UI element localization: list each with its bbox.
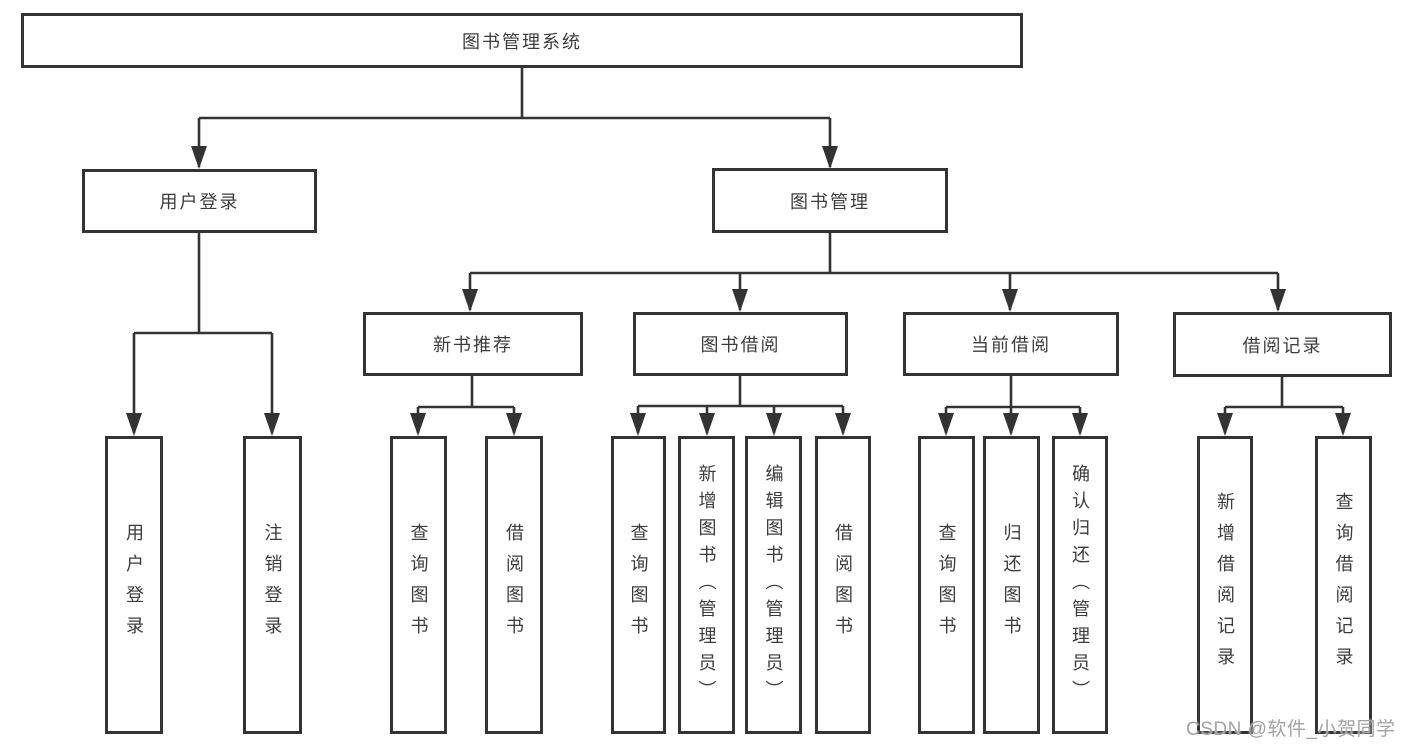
leaf-return-books: 归还图书: [983, 436, 1040, 734]
node-book-borrowing: 图书借阅: [633, 312, 848, 376]
leaf-edit-books-admin: 编辑图书（管理员）: [745, 436, 802, 734]
node-borrowing-records: 借阅记录: [1173, 312, 1392, 377]
node-new-book-recommend: 新书推荐: [363, 312, 583, 376]
leaf-user-login: 用户登录: [105, 436, 163, 734]
leaf-confirm-return-admin: 确认归还（管理员）: [1052, 436, 1108, 734]
node-current-borrowing: 当前借阅: [903, 312, 1119, 376]
leaf-logout: 注销登录: [243, 436, 302, 734]
node-book-management: 图书管理: [712, 168, 948, 233]
leaf-query-borrow-record: 查询借阅记录: [1315, 436, 1372, 734]
csdn-watermark: CSDN @软件_小贺同学: [1186, 719, 1396, 740]
leaf-borrow-books-recommend: 借阅图书: [485, 436, 543, 734]
leaf-borrow-books-borrowing: 借阅图书: [815, 436, 871, 734]
leaf-query-books-recommend: 查询图书: [390, 436, 447, 734]
leaf-add-borrow-record: 新增借阅记录: [1197, 436, 1253, 734]
node-root-library-management-system: 图书管理系统: [21, 13, 1023, 68]
leaf-query-books-current: 查询图书: [918, 436, 975, 734]
leaf-query-books-borrowing: 查询图书: [611, 436, 666, 734]
leaf-add-books-admin: 新增图书（管理员）: [678, 436, 735, 734]
node-user-login: 用户登录: [82, 169, 317, 233]
